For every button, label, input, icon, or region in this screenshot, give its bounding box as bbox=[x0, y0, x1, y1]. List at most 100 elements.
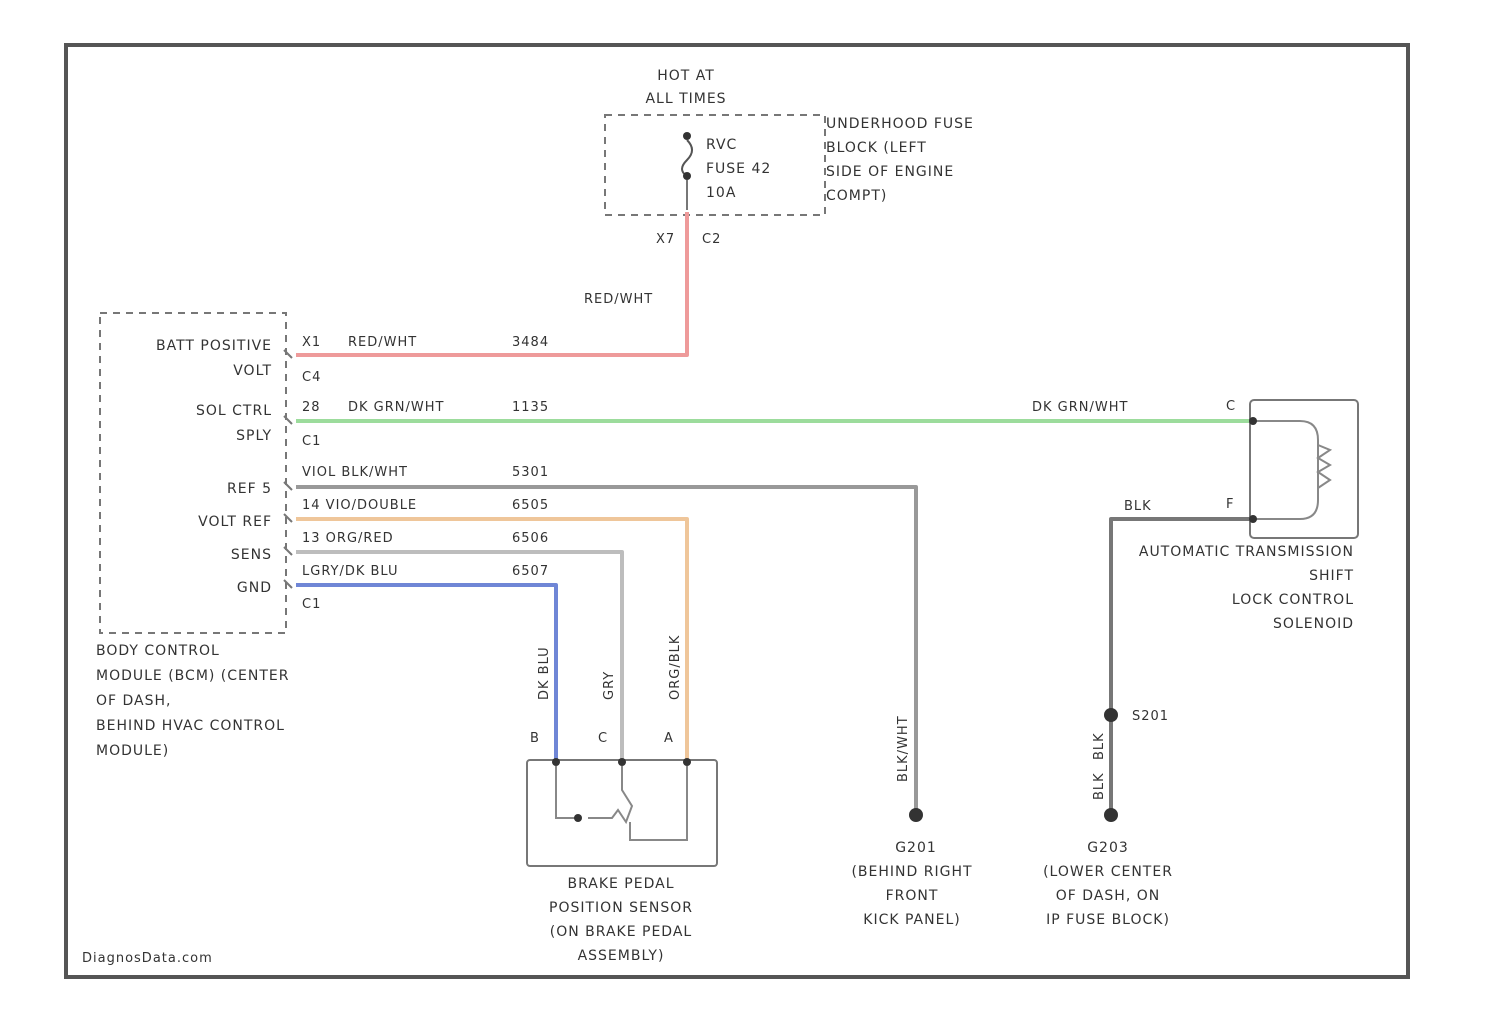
fuse-block: HOT AT ALL TIMES RVC FUSE 42 10A UNDERHO… bbox=[605, 68, 974, 247]
fuse-top-terminal bbox=[683, 132, 691, 140]
hot-at-all-times-line1: HOT AT bbox=[657, 68, 715, 84]
sensor-pin-b-terminal bbox=[552, 758, 560, 766]
solenoid-label-line4: SOLENOID bbox=[1273, 616, 1354, 632]
ground-g201-id: G201 bbox=[895, 840, 937, 856]
w7-color: 13 ORG/RED bbox=[302, 531, 394, 546]
bcm-pin-gnd: GND bbox=[237, 580, 272, 596]
ground-g201-point bbox=[909, 808, 923, 822]
solenoid-pin-c: C bbox=[1226, 399, 1236, 414]
w3-color: DK GRN/WHT bbox=[348, 400, 444, 415]
bcm-pin-ref5: REF 5 bbox=[227, 481, 272, 497]
solenoid-pin-f: F bbox=[1226, 497, 1234, 512]
bcm-location-line3: OF DASH, bbox=[96, 693, 172, 709]
solenoid-wire-color: BLK bbox=[1124, 499, 1152, 514]
w7-circuit: 6506 bbox=[512, 531, 549, 546]
wires bbox=[296, 212, 1253, 812]
w1-circuit: 3484 bbox=[512, 335, 549, 350]
fuse-name-line1: RVC bbox=[706, 137, 737, 153]
ground-g201-loc2: FRONT bbox=[886, 888, 939, 904]
sensor-label-line4: ASSEMBLY) bbox=[578, 948, 665, 964]
wire-solenoid-blk bbox=[1111, 519, 1253, 812]
sensor-label-line2: POSITION SENSOR bbox=[549, 900, 693, 916]
ground-g201-loc3: KICK PANEL) bbox=[863, 912, 960, 928]
v-label-blk-upper: BLK bbox=[1092, 732, 1107, 760]
v-label-gry: GRY bbox=[602, 671, 617, 700]
sensor-wiper bbox=[574, 814, 582, 822]
splice-s201-point bbox=[1104, 708, 1118, 722]
w2-cavity: C4 bbox=[302, 370, 321, 385]
brake-pedal-sensor: B C A BRAKE PEDAL POSITION SENSOR (ON BR… bbox=[527, 731, 717, 964]
bcm-pin-batt-positive: BATT POSITIVE bbox=[156, 338, 272, 354]
fuse-block-location-line1: UNDERHOOD FUSE bbox=[826, 116, 974, 132]
bcm-pin-volt-ref: VOLT REF bbox=[198, 514, 272, 530]
w6-circuit: 6505 bbox=[512, 498, 549, 513]
w1-vertical-color: RED/WHT bbox=[584, 292, 653, 307]
v-label-blk-wht: BLK/WHT bbox=[896, 715, 911, 782]
ground-g203-loc2: OF DASH, ON bbox=[1056, 888, 1160, 904]
sensor-label-line3: (ON BRAKE PEDAL bbox=[550, 924, 692, 940]
ground-g201-loc1: (BEHIND RIGHT bbox=[851, 864, 972, 880]
w8-circuit: 6507 bbox=[512, 564, 549, 579]
fuse-element bbox=[682, 140, 692, 176]
ground-g203-id: G203 bbox=[1087, 840, 1129, 856]
ground-g203-loc1: (LOWER CENTER bbox=[1043, 864, 1173, 880]
fuse-connector-pin: X7 bbox=[656, 232, 675, 247]
shift-lock-solenoid: C F AUTOMATIC TRANSMISSION SHIFT LOCK CO… bbox=[1139, 399, 1358, 632]
w3-cavity: 28 bbox=[302, 400, 321, 415]
fuse-name-line3: 10A bbox=[706, 185, 736, 201]
fuse-name-line2: FUSE 42 bbox=[706, 161, 771, 177]
watermark: DiagnosData.com bbox=[82, 951, 213, 966]
w5-color: VIOL BLK/WHT bbox=[302, 465, 408, 480]
bcm-location-line4: BEHIND HVAC CONTROL bbox=[96, 718, 285, 734]
solenoid-pin-f-terminal bbox=[1249, 515, 1257, 523]
w4-cavity: C1 bbox=[302, 434, 321, 449]
bcm-location-line5: MODULE) bbox=[96, 743, 169, 759]
solenoid-label-line2: SHIFT bbox=[1309, 568, 1354, 584]
sensor-pin-b: B bbox=[530, 731, 540, 746]
bcm-location-line1: BODY CONTROL bbox=[96, 643, 220, 659]
v-label-org-blk: ORG/BLK bbox=[668, 635, 683, 700]
wire-labels: X1 RED/WHT 3484 RED/WHT C4 28 DK GRN/WHT… bbox=[302, 292, 1152, 612]
fuse-cavity-pin: C2 bbox=[702, 232, 721, 247]
fuse-block-location-line2: BLOCK (LEFT bbox=[826, 140, 927, 156]
bcm-pin-volt: VOLT bbox=[233, 363, 272, 379]
v-label-blk-lower: BLK bbox=[1092, 772, 1107, 800]
bcm-location-line2: MODULE (BCM) (CENTER bbox=[96, 668, 290, 684]
sensor-pin-a: A bbox=[664, 731, 674, 746]
w8-cavity: C1 bbox=[302, 597, 321, 612]
wire-volt-ref bbox=[296, 519, 687, 760]
bcm-pin-sol-ctrl: SOL CTRL bbox=[196, 403, 272, 419]
wire-red-wht bbox=[296, 212, 687, 355]
ground-g203-point bbox=[1104, 808, 1118, 822]
wire-gnd-dk-blu bbox=[296, 585, 556, 760]
sensor-label-line1: BRAKE PEDAL bbox=[567, 876, 674, 892]
sensor-potentiometer bbox=[556, 766, 687, 840]
w1-cavity: X1 bbox=[302, 335, 321, 350]
solenoid-coil bbox=[1253, 421, 1318, 519]
bcm-pin-sens: SENS bbox=[231, 547, 272, 563]
w5-circuit: 5301 bbox=[512, 465, 549, 480]
fuse-block-location-line4: COMPT) bbox=[826, 188, 887, 204]
ground-g203-loc3: IP FUSE BLOCK) bbox=[1046, 912, 1170, 928]
v-label-dk-blu: DK BLU bbox=[537, 646, 552, 700]
w3-circuit: 1135 bbox=[512, 400, 549, 415]
w8-color: LGRY/DK BLU bbox=[302, 564, 399, 579]
w6-color: 14 VIO/DOUBLE bbox=[302, 498, 417, 513]
fuse-block-location-line3: SIDE OF ENGINE bbox=[826, 164, 954, 180]
solenoid-coil-windings bbox=[1318, 445, 1330, 488]
w1-color: RED/WHT bbox=[348, 335, 417, 350]
hot-at-all-times-line2: ALL TIMES bbox=[645, 91, 726, 107]
bcm-pin-sply: SPLY bbox=[236, 428, 272, 444]
solenoid-label-line3: LOCK CONTROL bbox=[1232, 592, 1354, 608]
sensor-pin-a-terminal bbox=[683, 758, 691, 766]
splice-s201-label: S201 bbox=[1132, 709, 1169, 724]
sensor-pin-c-terminal bbox=[618, 758, 626, 766]
w3-far-color: DK GRN/WHT bbox=[1032, 400, 1128, 415]
solenoid-pin-c-terminal bbox=[1249, 417, 1257, 425]
solenoid-label-line1: AUTOMATIC TRANSMISSION bbox=[1139, 544, 1354, 560]
fuse-bottom-terminal bbox=[683, 172, 691, 180]
body-control-module: BATT POSITIVE VOLT SOL CTRL SPLY REF 5 V… bbox=[96, 313, 290, 759]
sensor-pin-c: C bbox=[598, 731, 608, 746]
diagram-frame bbox=[66, 45, 1408, 977]
